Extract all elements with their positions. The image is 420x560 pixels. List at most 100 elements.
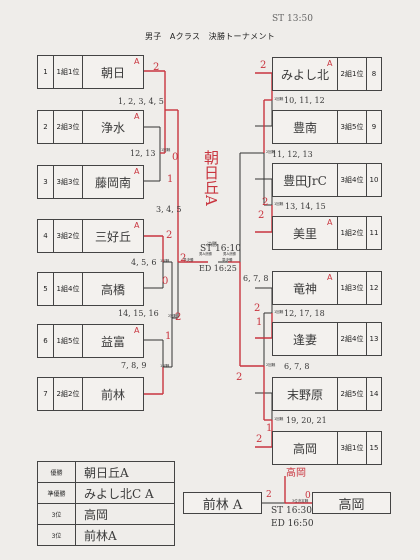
- team-seed: 3組2位: [53, 219, 83, 253]
- round-label: 1回戦: [274, 417, 284, 421]
- result-rank: 準優勝: [37, 482, 76, 504]
- page-title: 男子 Aクラス 決勝トーナメント: [144, 32, 276, 41]
- results-row: 優勝朝日丘A: [37, 461, 175, 483]
- team-seed: 3組3位: [53, 165, 83, 199]
- team-name: 前林: [82, 377, 144, 411]
- team-marker: A: [327, 218, 333, 227]
- set-note: 10, 11, 12: [284, 96, 325, 105]
- score: 2: [153, 62, 160, 73]
- team-number: 13: [366, 322, 382, 356]
- score: 2: [258, 210, 265, 221]
- final-end-time: ED 16:25: [199, 264, 237, 273]
- team-number: 10: [366, 163, 382, 197]
- score: 1: [167, 174, 174, 185]
- team-name: 逢妻: [272, 322, 338, 356]
- final-label: 男A決勝: [223, 252, 236, 256]
- team-name: 益富: [82, 324, 144, 358]
- results-row: 準優勝みよし北C A: [37, 482, 175, 504]
- team-marker: A: [134, 112, 140, 121]
- team-seed: 1組5位: [53, 324, 83, 358]
- third-place-winner-note: 高岡: [286, 468, 306, 479]
- result-team: 朝日丘A: [75, 461, 175, 483]
- set-note: 19, 20, 21: [286, 416, 327, 425]
- third-start-time: ST 16:30: [271, 506, 312, 516]
- final-start-time: ST 16:10: [200, 244, 241, 254]
- team-name: 豊田JrC: [272, 163, 338, 197]
- team-seed: 1組3位: [337, 271, 367, 305]
- final-label: 決勝: [207, 242, 218, 248]
- team-seed: 2組2位: [53, 377, 83, 411]
- team-seed: 2組5位: [337, 377, 367, 411]
- set-note: 14, 15, 16: [118, 309, 159, 318]
- team-name: 朝日: [82, 55, 144, 89]
- set-note: 6, 7, 8: [284, 362, 310, 371]
- set-note: 12, 13: [130, 149, 156, 158]
- score: 2: [166, 230, 173, 241]
- team-number: 15: [366, 431, 382, 465]
- team-seed: 3組5位: [337, 110, 367, 144]
- round-label: 準決勝: [222, 258, 233, 262]
- score: 1: [266, 423, 273, 434]
- team-marker: A: [134, 167, 140, 176]
- team-number: 6: [37, 324, 54, 358]
- results-row: 3位前林A: [37, 524, 175, 546]
- third-place-left-team: 前林 A: [183, 492, 262, 514]
- score: 2: [175, 312, 182, 323]
- team-number: 14: [366, 377, 382, 411]
- set-note: 1, 2, 3, 4, 5: [118, 97, 164, 106]
- team-name: 末野原: [272, 377, 338, 411]
- team-marker: A: [327, 273, 333, 282]
- team-seed: 1組1位: [53, 55, 83, 89]
- set-note: 4, 5, 6: [131, 258, 157, 267]
- team-name: 高橋: [82, 272, 144, 306]
- round-label: 1回戦: [160, 259, 170, 263]
- start-time-note: ST 13:50: [272, 14, 313, 24]
- team-seed: 2組4位: [337, 322, 367, 356]
- team-number: 2: [37, 110, 54, 144]
- final-set-note: 6, 7, 8: [243, 274, 269, 283]
- team-marker: A: [327, 59, 333, 68]
- final-label: 男A決勝: [199, 252, 212, 256]
- third-place-score: 0: [305, 491, 311, 501]
- team-number: 5: [37, 272, 54, 306]
- team-seed: 3組1位: [337, 431, 367, 465]
- round-label: 2回戦: [168, 314, 178, 318]
- result-team: 前林A: [75, 524, 175, 546]
- third-place-label: 3位決定戦: [292, 499, 309, 503]
- score: 1: [165, 331, 172, 342]
- round-label: 2回戦: [266, 363, 276, 367]
- set-note: 12, 17, 18: [284, 309, 325, 318]
- round-label: 2回戦: [266, 150, 276, 154]
- score: 2: [256, 434, 263, 445]
- third-place-score: 2: [266, 490, 272, 500]
- score: 2: [180, 253, 187, 264]
- team-name: 豊南: [272, 110, 338, 144]
- team-name: 浄水: [82, 110, 144, 144]
- team-marker: A: [134, 221, 140, 230]
- score: 1: [256, 317, 263, 328]
- set-note: 11, 12, 13: [272, 150, 313, 159]
- set-note: 3, 4, 5: [156, 205, 182, 214]
- round-label: 1回戦: [274, 202, 284, 206]
- score: 2: [236, 372, 243, 383]
- third-place-right-team: 高岡: [312, 492, 391, 514]
- team-number: 1: [37, 55, 54, 89]
- team-number: 4: [37, 219, 54, 253]
- result-team: 高岡: [75, 503, 175, 525]
- round-label: 1回戦: [161, 148, 171, 152]
- set-note: 13, 14, 15: [285, 202, 326, 211]
- round-label: 1回戦: [160, 364, 170, 368]
- team-number: 9: [366, 110, 382, 144]
- team-number: 8: [366, 57, 382, 91]
- round-label: 1回戦: [274, 310, 284, 314]
- team-marker: A: [134, 57, 140, 66]
- team-number: 7: [37, 377, 54, 411]
- result-rank: 3位: [37, 503, 76, 525]
- score: 0: [162, 276, 169, 287]
- result-rank: 優勝: [37, 461, 76, 483]
- score: 2: [260, 60, 267, 71]
- team-name: 高岡: [272, 431, 338, 465]
- result-team: みよし北C A: [75, 482, 175, 504]
- score: 0: [172, 152, 179, 163]
